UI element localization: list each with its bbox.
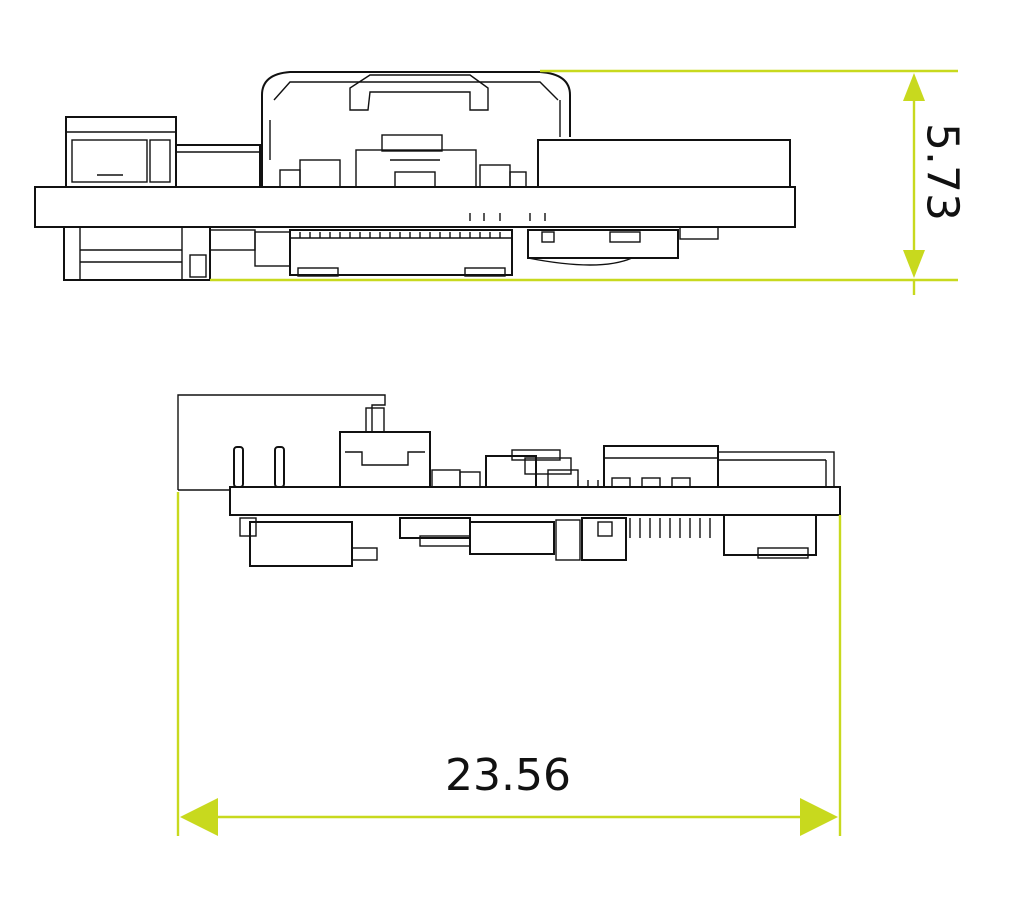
left-connector-bottom (63, 226, 211, 281)
bottom-right-connector (723, 514, 817, 556)
left-connector-top (65, 116, 177, 188)
bottom-right-block (527, 229, 679, 259)
height-label: 5.73 (917, 123, 968, 221)
switch-body (339, 431, 431, 488)
side-view-front (34, 71, 796, 281)
right-block-top (537, 139, 791, 188)
width-label: 23.56 (445, 750, 571, 801)
header-pin (274, 446, 285, 488)
arrow-up-icon (903, 73, 925, 101)
pcb-board-side (229, 486, 841, 516)
bottom-left-block (249, 521, 353, 567)
height-dimension: 5.73 (210, 69, 968, 295)
arrow-right-icon (800, 798, 838, 836)
arrow-left-icon (180, 798, 218, 836)
usb-housing (261, 71, 571, 187)
width-dimension: 23.56 (176, 492, 842, 836)
left-outline (177, 394, 386, 490)
arrow-down-icon (903, 250, 925, 278)
header-pin (233, 446, 244, 488)
pcb-board (34, 186, 796, 228)
side-view-side (177, 394, 841, 567)
right-component (603, 445, 719, 488)
